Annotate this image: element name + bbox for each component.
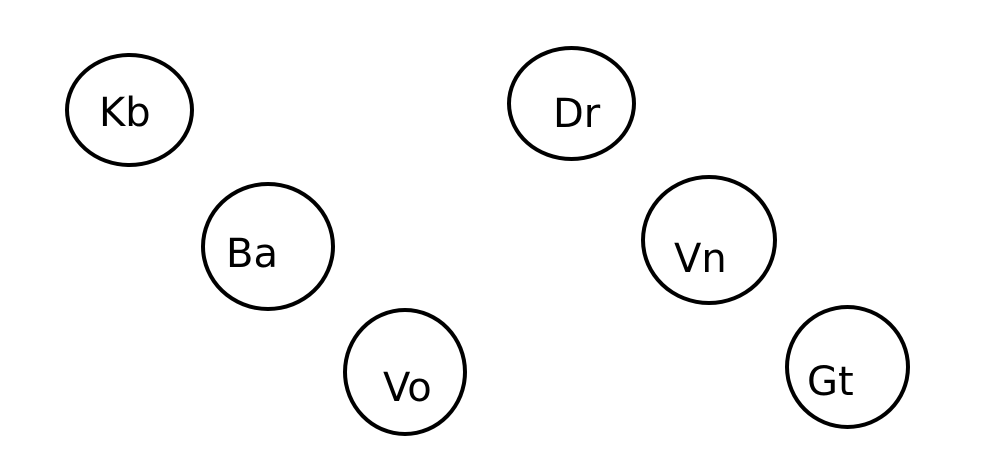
node-gt: Gt	[785, 305, 910, 429]
node-label-dr: Dr	[553, 91, 601, 137]
node-label-vo: Vo	[383, 365, 432, 411]
node-label-ba: Ba	[226, 231, 278, 277]
node-vo: Vo	[343, 308, 467, 436]
node-label-gt: Gt	[807, 359, 854, 405]
node-dr: Dr	[507, 46, 636, 161]
node-vn: Vn	[641, 175, 777, 305]
node-ba: Ba	[201, 182, 335, 311]
node-kb: Kb	[65, 53, 194, 167]
node-label-kb: Kb	[99, 90, 151, 136]
node-label-vn: Vn	[674, 236, 727, 282]
